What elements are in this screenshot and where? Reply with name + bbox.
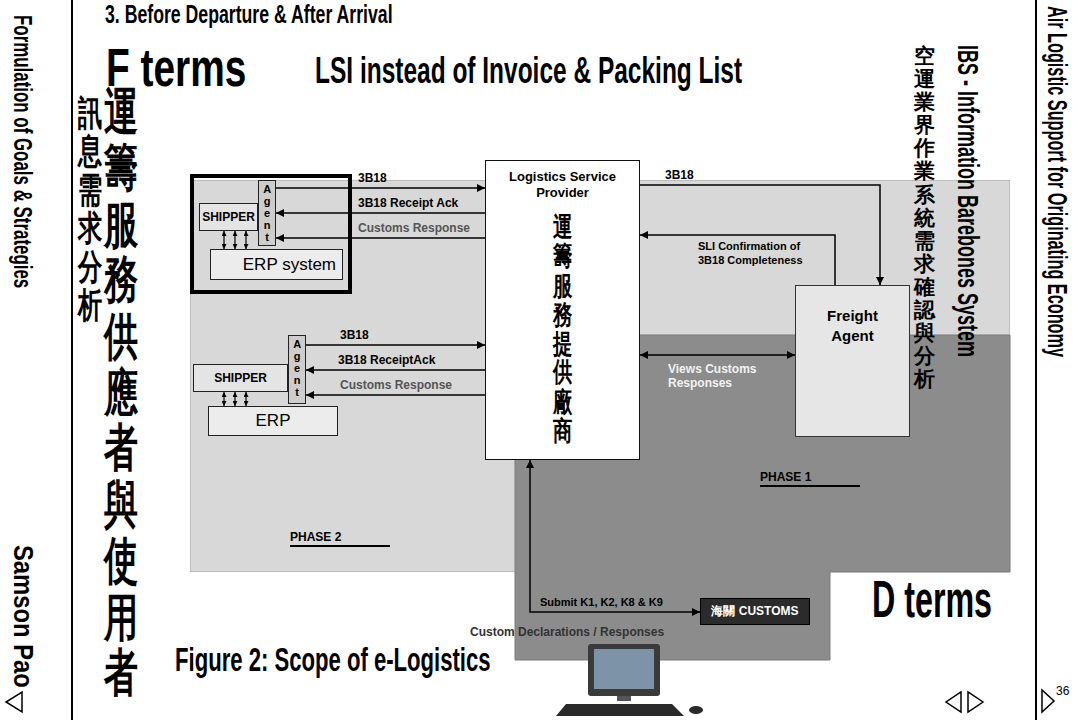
node-text: 運籌服務提供廠商 xyxy=(553,212,572,446)
connector xyxy=(306,344,485,346)
node-text: SHIPPER xyxy=(194,365,287,391)
side-heading: Formulation of Goals & Strategies xyxy=(8,15,38,288)
label-anchor: Customs Response xyxy=(0,0,112,14)
keyboard xyxy=(556,704,684,716)
node-text: PHASE 2 xyxy=(290,530,390,547)
label-anchor: 3B18 xyxy=(0,0,29,14)
connector xyxy=(234,392,235,406)
label-anchor: 3B18 xyxy=(0,0,29,14)
side-heading: 訊息需求分析 xyxy=(78,95,102,325)
shipper-box: SHIPPER xyxy=(199,203,258,231)
mouse xyxy=(689,706,703,714)
connector-label: 3B18 xyxy=(340,328,369,342)
label-anchor: 3B18 Receipt Ack xyxy=(0,0,100,14)
node-text: Logistics Service Provider xyxy=(486,169,639,202)
node-text: Agent xyxy=(263,183,271,243)
side-heading: Air Logistic Support for Originating Eco… xyxy=(1042,6,1072,357)
connector xyxy=(223,231,224,249)
shipper-box: SHIPPER xyxy=(193,364,288,392)
label-anchor: Submit K1, K2, K8 & K9 xyxy=(0,0,123,14)
connector-label: 3B18 xyxy=(358,171,387,185)
node-text: ERP system xyxy=(211,250,342,279)
node-text: Agent xyxy=(293,338,301,398)
slide-title: 3. Before Departure & After Arrival xyxy=(105,0,393,30)
nav-button xyxy=(1042,690,1054,712)
connector-label: Views Customs Responses xyxy=(668,362,773,390)
figure-caption: Figure 2: Scope of e-Logistics xyxy=(175,640,491,679)
nav-button xyxy=(968,692,983,712)
connector xyxy=(276,237,485,239)
monitor-stand xyxy=(617,696,631,701)
frame-line xyxy=(71,0,73,720)
connector xyxy=(245,231,246,249)
page-number: 36 xyxy=(1056,684,1069,698)
provider-box: Logistics Service Provider 運籌服務提供廠商 xyxy=(485,160,640,460)
connector-label: 3B18 Receipt Ack xyxy=(358,196,458,210)
node-text: ERP xyxy=(209,407,337,435)
connector xyxy=(640,354,795,356)
label-anchor: 3B18 ReceiptAck xyxy=(0,0,97,14)
agent-box: Agent xyxy=(288,335,306,404)
connector xyxy=(306,394,485,396)
side-heading: 運籌服務供應者與使用者 xyxy=(104,84,138,701)
connector-note: Custom Declarations / Responses xyxy=(470,625,664,639)
connector-label: 3B18 xyxy=(665,168,694,182)
connector xyxy=(276,212,485,214)
node-text: PHASE 1 xyxy=(760,470,860,487)
connector-label: Customs Response xyxy=(340,378,452,392)
author-name: Samson Pao xyxy=(8,545,38,688)
frame-line xyxy=(1035,0,1037,720)
label-anchor: 3B18 xyxy=(0,0,29,14)
side-heading: IBS - Information Barebones System xyxy=(952,45,984,357)
nav-button xyxy=(946,692,961,712)
node-text: 海關 CUSTOMS xyxy=(701,599,809,624)
connector xyxy=(245,392,246,406)
agent-box: Agent xyxy=(258,180,276,246)
label-anchor: 36 xyxy=(0,0,13,14)
monitor xyxy=(588,644,660,696)
connector-label: 3B18 ReceiptAck xyxy=(338,353,435,367)
connector-label: SLI Confirmation of 3B18 Completeness xyxy=(698,239,826,267)
label-anchor: 3. Before Departure & After Arrival xyxy=(0,0,423,30)
erp-box: ERP xyxy=(208,406,338,436)
connector xyxy=(306,369,485,371)
side-heading: 空運業界作業系統需求確認與分析 xyxy=(914,45,935,391)
label-anchor: Customs Response xyxy=(0,0,112,14)
subtitle: LSI instead of Invoice & Packing List xyxy=(315,50,742,91)
term-heading: D terms xyxy=(872,570,992,630)
monitor-screen xyxy=(594,649,654,689)
customs-box: 海關 CUSTOMS xyxy=(700,598,810,625)
connector xyxy=(276,187,485,189)
nav-button xyxy=(6,692,22,712)
connector xyxy=(234,231,235,249)
connector xyxy=(223,392,224,406)
node-text: Freight Agent xyxy=(818,306,887,345)
region-shape xyxy=(515,335,1010,660)
freight-agent-box: Freight Agent xyxy=(795,285,910,437)
erp-box: ERP system xyxy=(210,249,343,280)
connector-label: Submit K1, K2, K8 & K9 xyxy=(540,595,663,609)
connector-label: Customs Response xyxy=(358,221,470,235)
node-text: SHIPPER xyxy=(200,204,257,230)
